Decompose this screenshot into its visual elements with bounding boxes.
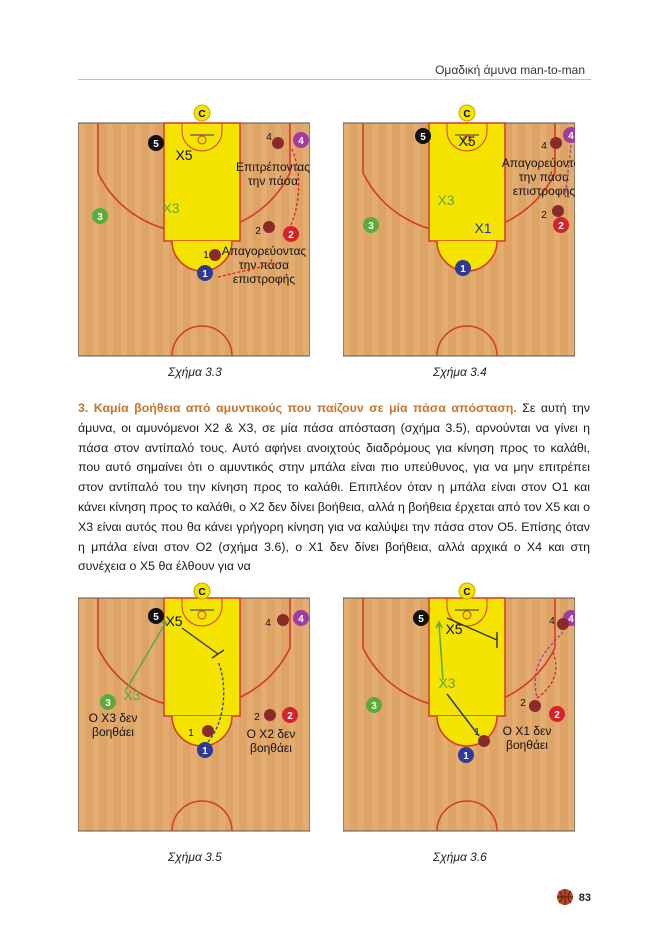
o4-label: 4 [568, 614, 574, 625]
x2-label: 2 [541, 210, 547, 221]
o4-label: 4 [568, 131, 574, 142]
coach-c-label: C [463, 109, 470, 120]
o3-label: 3 [97, 212, 103, 223]
o1-label: 1 [460, 264, 466, 275]
x2-label: 2 [520, 698, 526, 709]
x1-label: X1 [474, 220, 491, 236]
note-allowing-pass-1: Επιτρέποντας [236, 160, 310, 174]
figure-caption: Σχήμα 3.6 [433, 850, 487, 864]
note-denying-1: Απαγορεύοντας [222, 244, 307, 258]
figure-3-3: C 5 X5 3 X3 4 4 Επιτρέποντας την πάσα 2 … [78, 103, 310, 379]
section-heading: 3. Καμία βοήθεια από αμυντικούς που παίζ… [78, 401, 517, 415]
x5-label: X5 [458, 133, 475, 149]
x2-label: 2 [255, 226, 261, 237]
section-paragraph: 3. Καμία βοήθεια από αμυντικούς που παίζ… [78, 399, 590, 577]
x4-label: 4 [266, 132, 272, 143]
x5-label: X5 [445, 621, 462, 637]
figure-caption: Σχήμα 3.5 [168, 850, 222, 864]
note-denying-1: Απαγορεύοντας [502, 156, 575, 170]
coach-c-label: C [198, 587, 205, 598]
x1-label: 1 [203, 250, 209, 261]
note-denying-2: την πάσα [239, 258, 289, 272]
court-diagram: C 5 X5 3 X3 X1 4 4 Απαγορεύοντας την πάσ… [343, 104, 575, 357]
o1-label: 1 [202, 746, 208, 757]
o1-label: 1 [463, 751, 469, 762]
o2-label: 2 [288, 230, 294, 241]
o2-label: 2 [554, 710, 560, 721]
x5-label: X5 [165, 613, 182, 629]
court-diagram: C 5 X5 3 X3 4 4 Επιτρέποντας την πάσα 2 … [78, 104, 310, 357]
o5-label: 5 [153, 139, 159, 150]
section-text: Σε αυτή την άμυνα, οι αμυνόμενοι Χ2 & Χ3… [78, 401, 590, 574]
x3-label: X3 [123, 687, 140, 703]
figure-3-5: C 5 X5 3 X3 Ο Χ3 δεν βοηθάει 4 4 2 2 Ο Χ… [78, 578, 310, 864]
o5-label: 5 [153, 612, 159, 623]
note-x1-1: Ο Χ1 δεν [503, 724, 552, 738]
o5-label: 5 [418, 614, 424, 625]
x5-label: X5 [175, 147, 192, 163]
court-diagram: C 5 X5 3 X3 4 4 2 2 1 1 Ο Χ1 δεν βοηθάει [343, 582, 575, 832]
note-x3-1: Ο Χ3 δεν [89, 711, 138, 725]
x3-label: X3 [438, 675, 455, 691]
o3-label: 3 [105, 698, 111, 709]
court-diagram: C 5 X5 3 X3 Ο Χ3 δεν βοηθάει 4 4 2 2 Ο Χ… [78, 582, 310, 832]
x3-label: X3 [162, 200, 179, 216]
running-header-title: Ομαδική άμυνα man-to-man [435, 63, 585, 77]
note-denying-3: επιστροφής [233, 272, 295, 286]
o4-label: 4 [298, 136, 304, 147]
o3-label: 3 [368, 221, 374, 232]
coach-c-label: C [463, 587, 470, 598]
note-denying-3: επιστροφής [513, 184, 575, 198]
note-x2-2: βοηθάει [250, 741, 292, 755]
x4-label: 4 [541, 141, 547, 152]
note-x3-2: βοηθάει [92, 725, 134, 739]
header-rule [78, 79, 591, 80]
o2-label: 2 [558, 221, 564, 232]
note-x2-1: Ο Χ2 δεν [247, 727, 296, 741]
basketball-icon [557, 889, 573, 905]
note-denying-2: την πάσα [519, 170, 569, 184]
figure-caption: Σχήμα 3.3 [168, 365, 222, 379]
o5-label: 5 [420, 132, 426, 143]
o3-label: 3 [371, 701, 377, 712]
figure-3-4: C 5 X5 3 X3 X1 4 4 Απαγορεύοντας την πάσ… [343, 103, 575, 379]
page-header: Ομαδική άμυνα man-to-man [0, 0, 669, 80]
o4-label: 4 [298, 614, 304, 625]
x2-label: 2 [254, 712, 260, 723]
x4-label: 4 [549, 616, 555, 627]
x4-label: 4 [265, 618, 271, 629]
page-number: 83 [578, 892, 591, 904]
x1-label: 1 [188, 728, 194, 739]
coach-c-label: C [198, 109, 205, 120]
figure-caption: Σχήμα 3.4 [433, 365, 487, 379]
x3-label: X3 [437, 192, 454, 208]
note-allowing-pass-2: την πάσα [248, 174, 298, 188]
o1-label: 1 [202, 269, 208, 280]
figure-3-6: C 5 X5 3 X3 4 4 2 2 1 1 Ο Χ1 δεν βοηθάει… [343, 578, 575, 864]
note-x1-2: βοηθάει [506, 738, 548, 752]
o2-label: 2 [287, 711, 293, 722]
